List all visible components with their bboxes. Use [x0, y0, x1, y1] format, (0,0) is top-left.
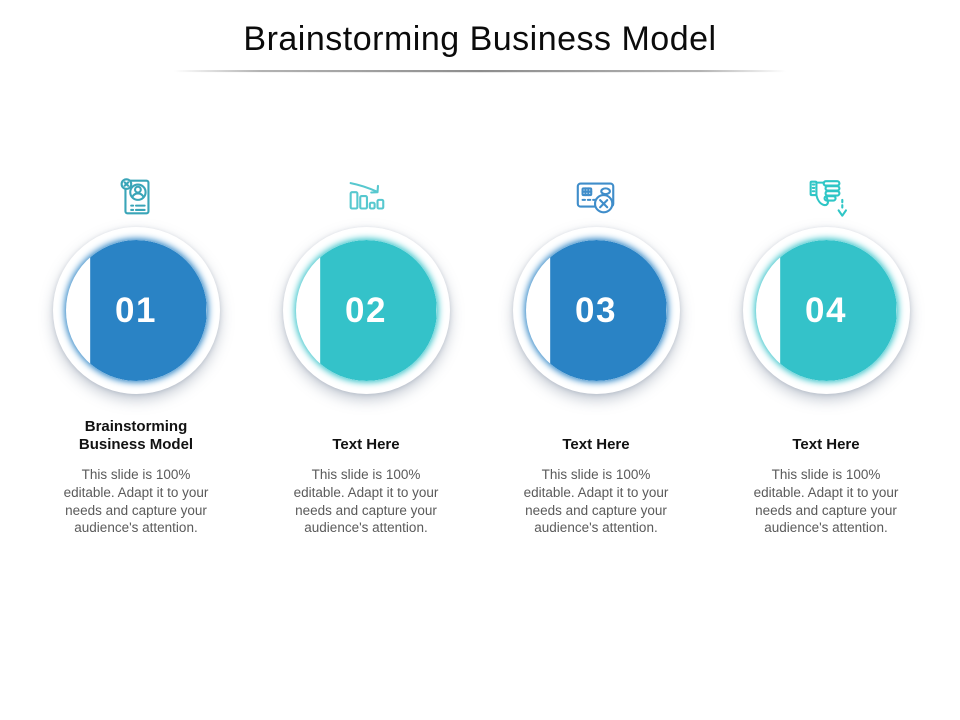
step-circle: 04: [742, 227, 910, 394]
step-body-text: This slide is 100% editable. Adapt it to…: [523, 467, 669, 536]
step-circle-inner: 02: [295, 240, 437, 381]
step-body-text: This slide is 100% editable. Adapt it to…: [753, 467, 899, 536]
step-column-4: 04 Text Here This slide is 100% editable…: [711, 172, 941, 537]
step-number: 01: [115, 290, 157, 330]
step-circle-inner: 03: [525, 240, 667, 381]
step-body-text: This slide is 100% editable. Adapt it to…: [63, 467, 209, 536]
step-circle: 03: [512, 227, 680, 394]
step-number: 02: [345, 290, 387, 330]
step-heading: Text Here: [562, 436, 630, 454]
steps-row: 01 Brainstorming Business Model This sli…: [21, 172, 941, 537]
step-heading: Text Here: [332, 436, 400, 454]
step-number: 04: [805, 290, 847, 330]
step-circle-fill: [780, 240, 897, 381]
rejected-resume-icon: [113, 172, 159, 222]
step-circle-inner: 01: [65, 240, 207, 381]
step-circle: 01: [52, 227, 220, 394]
step-heading: Brainstorming Business Model: [78, 417, 194, 454]
step-circle-fill: [550, 240, 667, 381]
step-heading: Text Here: [792, 436, 860, 454]
step-number: 03: [575, 290, 617, 330]
declined-credit-card-icon: [573, 172, 619, 222]
title-divider: [174, 70, 786, 72]
step-circle-fill: [320, 240, 437, 381]
step-circle: 02: [282, 227, 450, 394]
step-column-3: 03 Text Here This slide is 100% editable…: [481, 172, 711, 537]
step-column-1: 01 Brainstorming Business Model This sli…: [21, 172, 251, 537]
step-column-2: 02 Text Here This slide is 100% editable…: [251, 172, 481, 537]
slide-title: Brainstorming Business Model: [243, 20, 717, 58]
step-body-text: This slide is 100% editable. Adapt it to…: [293, 467, 439, 536]
thumbs-down-arrow-icon: [803, 172, 849, 222]
step-circle-fill: [90, 240, 207, 381]
title-divider-highlight: [174, 72, 786, 73]
step-circle-inner: 04: [755, 240, 897, 381]
declining-bar-chart-icon: [343, 172, 389, 222]
